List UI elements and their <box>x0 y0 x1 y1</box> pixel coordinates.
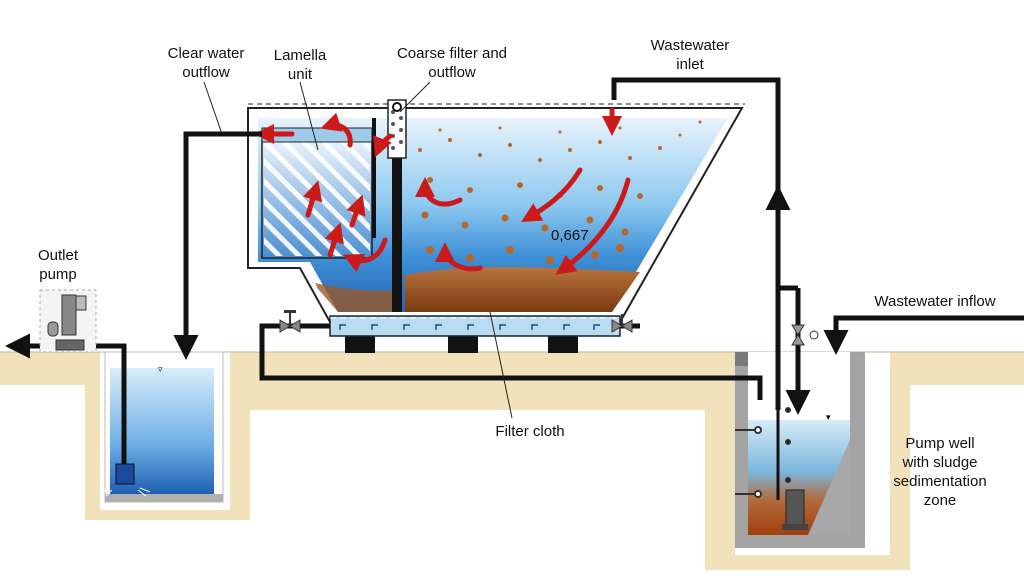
flow-arrow-icon <box>303 180 323 218</box>
lamella-unit <box>261 118 376 259</box>
outlet-pump-icon <box>39 289 97 353</box>
svg-text:▿: ▿ <box>158 364 163 374</box>
leader-lines <box>203 81 513 419</box>
coarse-filter <box>387 99 407 312</box>
flow-arrows <box>254 107 631 275</box>
outlet-pump-label: Outlet pump <box>37 247 79 283</box>
wastewater-inflow-label: Wastewater inflow <box>874 293 996 310</box>
flow-arrow-icon <box>373 133 393 158</box>
level-sensors <box>735 407 791 498</box>
flow-arrow-icon <box>342 237 388 273</box>
pump-well-label: Pump well with sludge sedimentation zone <box>893 435 987 509</box>
valve-icon <box>279 310 301 333</box>
lamella-unit-label: Lamella unit <box>273 47 327 83</box>
valve-icon <box>611 314 633 333</box>
flow-arrow-icon <box>415 177 463 207</box>
submersible-pump-icon <box>776 410 808 530</box>
pump-well: ▾ <box>735 352 865 555</box>
valve-icon <box>791 324 819 346</box>
tank-value: 0,667 <box>551 227 589 244</box>
flow-arrow-icon <box>435 242 483 272</box>
wastewater-inlet-label: Wastewater inlet <box>650 37 730 73</box>
flow-arrow-icon <box>320 112 353 148</box>
submersible-pump-icon <box>101 463 151 497</box>
clear-water-outflow-label: Clear water outflow <box>167 45 245 81</box>
svg-text:▾: ▾ <box>826 412 831 422</box>
flow-arrow-icon <box>521 167 583 223</box>
flow-arrow-icon <box>346 194 366 228</box>
tank-supports <box>345 336 578 353</box>
coarse-filter-label: Coarse filter and outflow <box>396 45 508 81</box>
filter-cloth-label: Filter cloth <box>495 423 565 440</box>
flow-arrow-icon <box>324 222 344 258</box>
flow-arrow-icon <box>555 177 631 275</box>
